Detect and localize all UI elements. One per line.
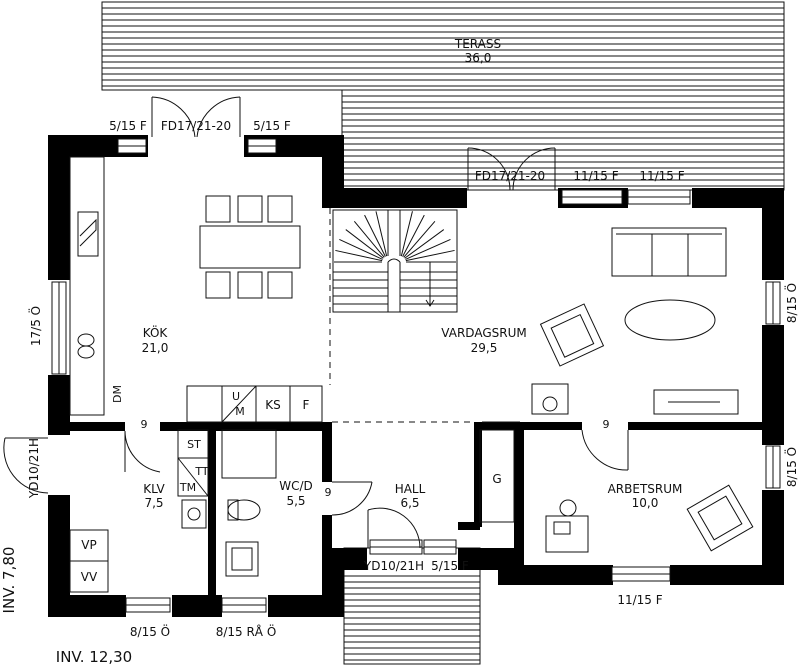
window-right-upper: 8/15 Ö xyxy=(783,283,799,323)
room-living-area: 29,5 xyxy=(471,341,498,355)
window-top-left: 5/15 F xyxy=(109,119,147,133)
stair-tread xyxy=(403,221,436,258)
open-plan-dividers xyxy=(329,208,520,423)
terrace-decking xyxy=(101,1,785,665)
terrace-label: TERASS xyxy=(454,37,501,51)
door-living: FD17/21-20 xyxy=(475,169,545,183)
room-hall-name: HALL xyxy=(395,482,426,496)
room-wc-area: 5,5 xyxy=(286,494,305,508)
door-left: YD10/21H xyxy=(27,438,41,499)
stair-tread xyxy=(402,214,425,257)
stair-tread xyxy=(345,229,384,259)
window-entry: 5/15 F xyxy=(431,559,469,573)
stair-tread xyxy=(404,229,445,259)
window-kitchen-left: 17/5 Ö xyxy=(27,306,43,346)
interior-walls xyxy=(70,422,768,598)
door-width-kitchen: 9 xyxy=(141,418,148,431)
room-closet-area: 7,5 xyxy=(144,496,163,510)
window-bottom-office: 11/15 F xyxy=(617,593,662,607)
window-top-right: 5/15 F xyxy=(253,119,291,133)
labels: TERASS 36,0 KÖK 21,0 VARDAGSRUM 29,5 KLV… xyxy=(0,37,799,666)
room-living-name: VARDAGSRUM xyxy=(441,326,526,340)
fixture-st: ST xyxy=(187,438,201,451)
windows xyxy=(51,138,781,613)
stair-tread xyxy=(400,211,413,257)
door-entry: YD10/21H xyxy=(363,559,424,573)
stair-tread xyxy=(364,214,386,257)
stair-tread xyxy=(353,221,385,258)
fixture-m: M xyxy=(235,405,245,418)
door-width-wc: 9 xyxy=(325,486,332,499)
furniture xyxy=(69,156,754,593)
terrace-area: 36,0 xyxy=(465,51,492,65)
room-wc-name: WC/D xyxy=(279,479,313,493)
stair-tread xyxy=(335,249,383,262)
fixture-vv: VV xyxy=(81,570,98,584)
stair-tread xyxy=(339,238,383,260)
fixture-f: F xyxy=(303,398,310,412)
stair-tread xyxy=(405,238,451,260)
fixture-tm: TM xyxy=(179,481,196,494)
dimension-width: INV. 12,30 xyxy=(56,648,132,666)
room-office-area: 10,0 xyxy=(632,496,659,510)
fixture-g: G xyxy=(492,472,501,486)
stair-tread xyxy=(375,211,388,257)
fixture-ks: KS xyxy=(265,398,281,412)
room-kitchen-name: KÖK xyxy=(143,324,169,340)
doors xyxy=(3,96,629,549)
room-kitchen-area: 21,0 xyxy=(142,341,169,355)
fixture-dm: DM xyxy=(111,385,124,403)
window-bottom-wc: 8/15 RÅ Ö xyxy=(216,623,277,639)
window-right-lower: 8/15 Ö xyxy=(783,447,799,487)
fixture-u: U xyxy=(232,390,240,403)
room-office-name: ARBETSRUM xyxy=(608,482,683,496)
fixture-vp: VP xyxy=(81,538,96,552)
window-bottom-klv: 8/15 Ö xyxy=(130,623,170,639)
room-hall-area: 6,5 xyxy=(400,496,419,510)
staircase xyxy=(332,209,458,313)
window-living-2: 11/15 F xyxy=(639,169,684,183)
room-closet-name: KLV xyxy=(143,482,165,496)
dimension-depth: INV. 7,80 xyxy=(0,547,18,614)
window-living-1: 11/15 F xyxy=(573,169,618,183)
stair-tread xyxy=(405,249,455,262)
door-width-office: 9 xyxy=(603,418,610,431)
fixture-tt: TT xyxy=(194,465,209,478)
door-top: FD17/21-20 xyxy=(161,119,231,133)
